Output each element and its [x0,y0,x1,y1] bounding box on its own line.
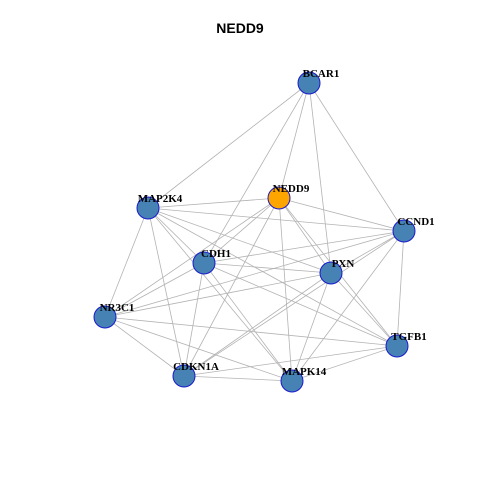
node-nedd9 [267,186,291,210]
edge-cdh1-nr3c1 [104,262,205,318]
edge-pxn-cdkn1a [183,272,332,377]
edge-tgfb1-cdkn1a [183,345,398,377]
edge-ccnd1-cdkn1a [183,230,405,377]
edge-ccnd1-pxn [330,230,405,274]
edge-map2k4-pxn [147,207,332,274]
node-label-cdkn1a: CDKN1A [173,361,219,373]
node-bcar1 [297,71,321,95]
edge-bcar1-pxn [308,82,332,274]
edge-pxn-mapk14 [291,272,332,382]
edge-tgfb1-mapk14 [291,345,398,382]
edge-map2k4-cdkn1a [147,207,185,377]
chart-title: NEDD9 [216,20,264,36]
edge-cdh1-tgfb1 [203,262,398,347]
edge-nr3c1-cdkn1a [104,316,185,377]
node-label-map2k4: MAP2K4 [138,193,183,205]
edge-nr3c1-tgfb1 [104,316,398,347]
node-label-mapk14: MAPK14 [282,366,327,378]
edge-nedd9-cdkn1a [183,197,280,377]
edge-map2k4-ccnd1 [147,207,405,232]
edge-nedd9-pxn [278,197,332,274]
edge-cdh1-pxn [203,262,332,274]
edge-nedd9-mapk14 [278,197,293,382]
node-nr3c1 [93,305,117,329]
edge-cdh1-cdkn1a [183,262,205,377]
edge-bcar1-cdh1 [203,82,310,264]
edge-pxn-tgfb1 [330,272,398,347]
edge-map2k4-cdh1 [147,207,205,264]
node-mapk14 [280,369,304,393]
edge-nedd9-nr3c1 [104,197,280,318]
edge-pxn-nr3c1 [104,272,332,318]
node-ccnd1 [392,219,416,243]
edge-nedd9-ccnd1 [278,197,405,232]
edge-ccnd1-tgfb1 [396,230,405,347]
node-map2k4 [136,196,160,220]
node-label-tgfb1: TGFB1 [391,331,426,343]
node-label-ccnd1: CCND1 [397,216,434,228]
edge-cdh1-mapk14 [203,262,293,382]
edge-nr3c1-mapk14 [104,316,293,382]
node-label-nedd9: NEDD9 [273,183,310,195]
edge-bcar1-nedd9 [278,82,310,199]
edge-map2k4-nr3c1 [104,207,149,318]
edge-nedd9-map2k4 [147,197,280,209]
node-layer [93,71,416,393]
node-label-pxn: PXN [332,258,355,270]
edge-map2k4-tgfb1 [147,207,398,347]
edge-bcar1-map2k4 [147,82,310,209]
edge-nedd9-cdh1 [203,197,280,264]
edge-ccnd1-cdh1 [203,230,405,264]
edge-layer [104,82,405,382]
edge-ccnd1-nr3c1 [104,230,405,318]
node-label-nr3c1: NR3C1 [100,302,135,314]
node-cdkn1a [172,364,196,388]
edge-ccnd1-mapk14 [291,230,405,382]
node-cdh1 [192,251,216,275]
node-label-cdh1: CDH1 [201,248,231,260]
node-pxn [319,261,343,285]
node-label-bcar1: BCAR1 [303,68,340,80]
edge-bcar1-ccnd1 [308,82,405,232]
edge-cdkn1a-mapk14 [183,375,293,382]
node-tgfb1 [385,334,409,358]
